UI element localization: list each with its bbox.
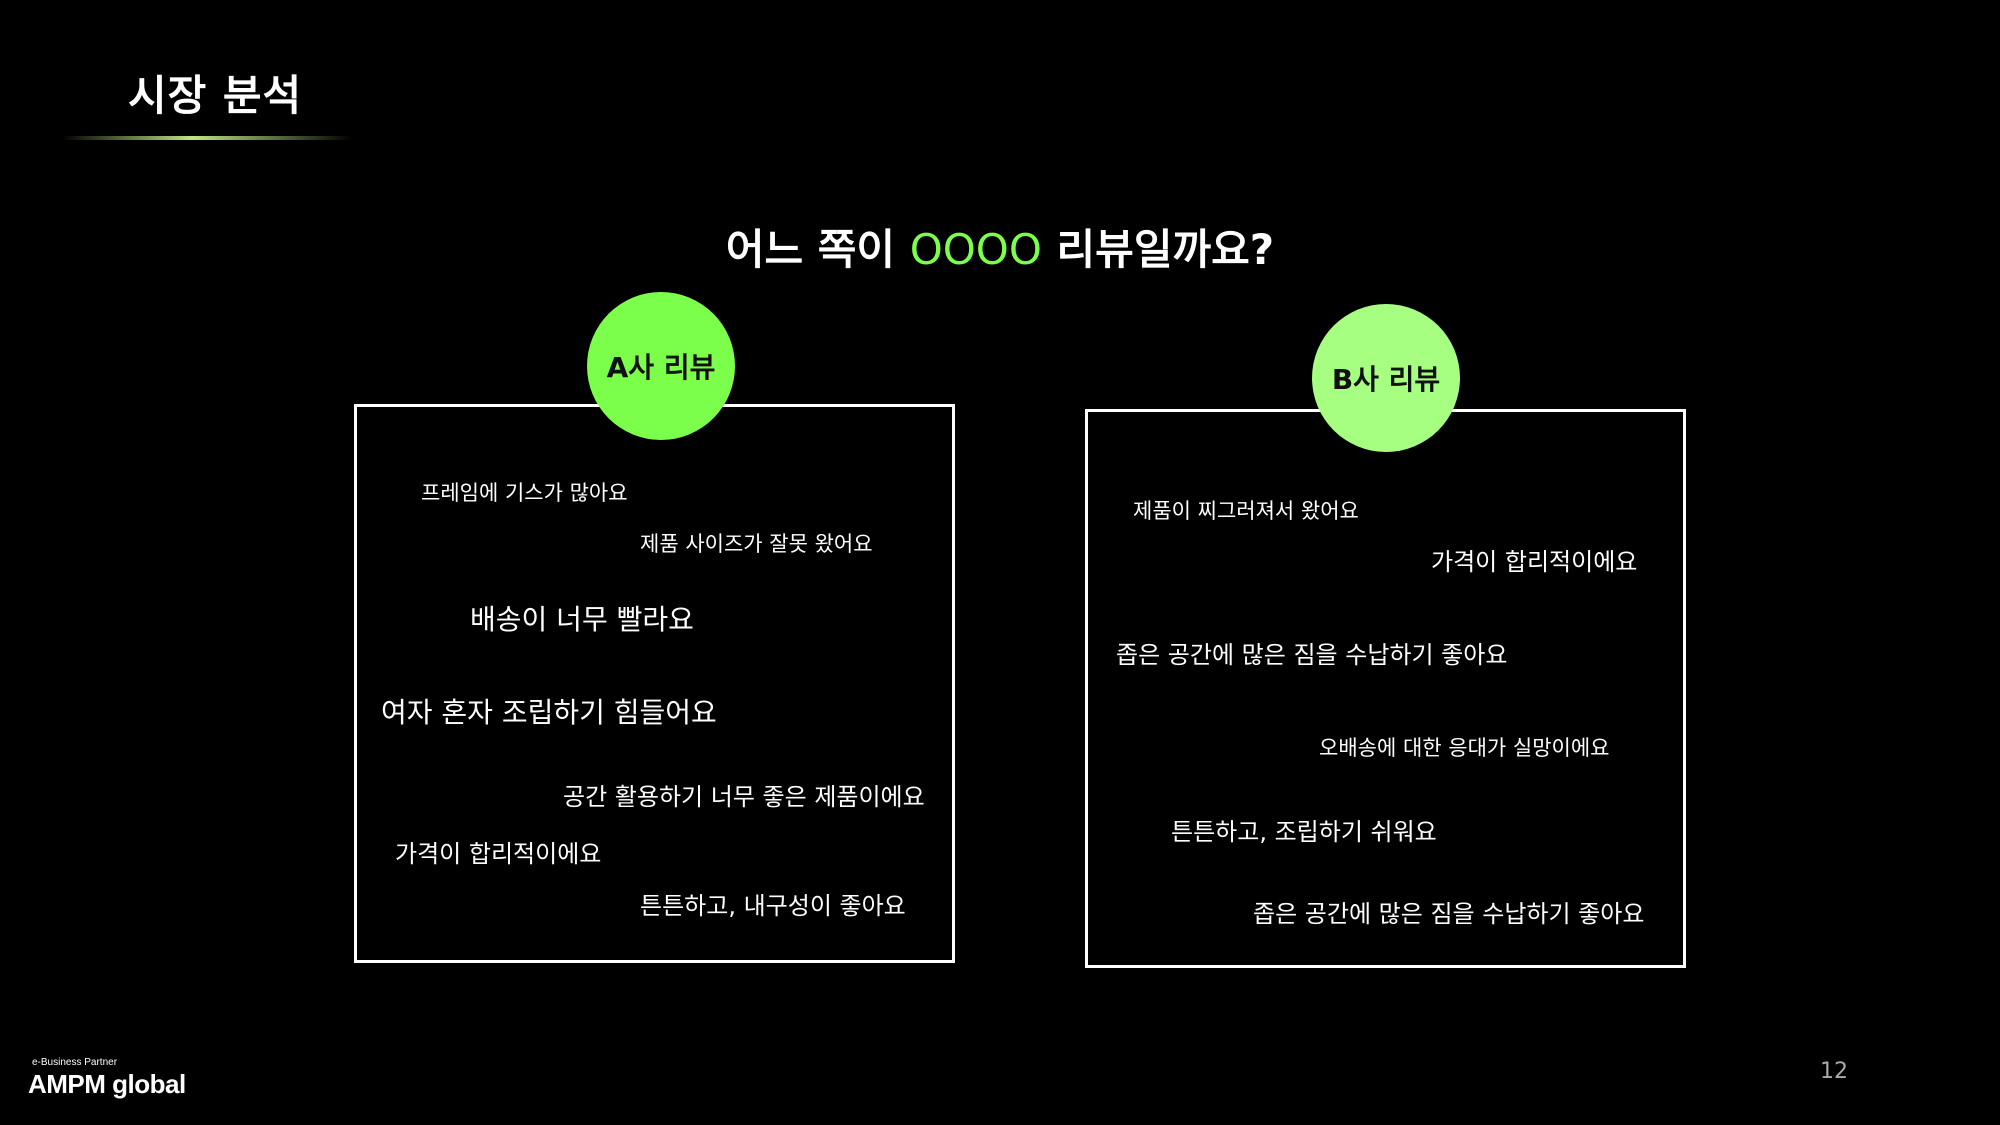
page-number: 12 xyxy=(1820,1059,1848,1084)
logo-tagline: e-Business Partner xyxy=(32,1057,118,1068)
review-a-6: 가격이 합리적이에요 xyxy=(395,840,602,868)
question-accent: OOOO xyxy=(909,225,1042,274)
review-b-4: 오배송에 대한 응대가 실망이에요 xyxy=(1319,736,1610,760)
review-a-4: 여자 혼자 조립하기 힘들어요 xyxy=(381,696,717,729)
title-underline xyxy=(62,136,352,140)
review-a-2: 제품 사이즈가 잘못 왔어요 xyxy=(640,532,873,556)
badge-company-a: A사 리뷰 xyxy=(587,292,735,440)
question-prefix: 어느 쪽이 xyxy=(725,225,910,274)
company-logo: e-Business Partner AMPM global xyxy=(28,1057,186,1100)
review-b-5: 튼튼하고, 조립하기 쉬워요 xyxy=(1171,818,1437,846)
review-b-2: 가격이 합리적이에요 xyxy=(1431,548,1638,576)
logo-text: AMPM global xyxy=(28,1069,186,1099)
review-a-1: 프레임에 기스가 많아요 xyxy=(421,481,628,505)
review-b-1: 제품이 찌그러져서 왔어요 xyxy=(1133,499,1359,523)
question-suffix: 리뷰일까요? xyxy=(1041,225,1275,274)
badge-b-label: B사 리뷰 xyxy=(1331,363,1441,396)
badge-company-b: B사 리뷰 xyxy=(1312,304,1460,452)
review-box-b: 제품이 찌그러져서 왔어요 가격이 합리적이에요 좁은 공간에 많은 짐을 수납… xyxy=(1085,409,1686,968)
review-a-3: 배송이 너무 빨라요 xyxy=(470,603,694,636)
review-box-a: 프레임에 기스가 많아요 제품 사이즈가 잘못 왔어요 배송이 너무 빨라요 여… xyxy=(354,404,955,963)
review-a-5: 공간 활용하기 너무 좋은 제품이에요 xyxy=(563,783,925,811)
slide-title: 시장 분석 xyxy=(128,71,303,120)
review-b-3: 좁은 공간에 많은 짐을 수납하기 좋아요 xyxy=(1116,641,1508,669)
question-heading: 어느 쪽이 OOOO 리뷰일까요? xyxy=(0,216,2000,277)
review-a-7: 튼튼하고, 내구성이 좋아요 xyxy=(640,892,906,920)
badge-a-label: A사 리뷰 xyxy=(606,351,716,384)
review-b-6: 좁은 공간에 많은 짐을 수납하기 좋아요 xyxy=(1253,900,1645,928)
